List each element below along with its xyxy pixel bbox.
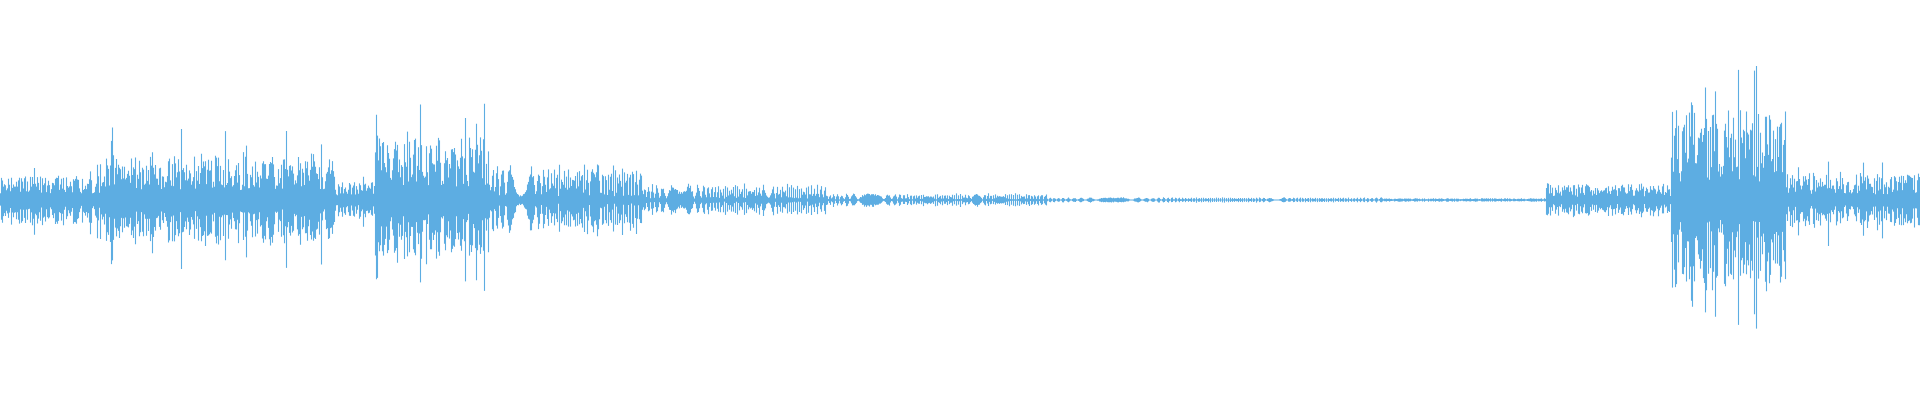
waveform-path	[0, 66, 1920, 329]
waveform-bars	[0, 66, 1920, 329]
